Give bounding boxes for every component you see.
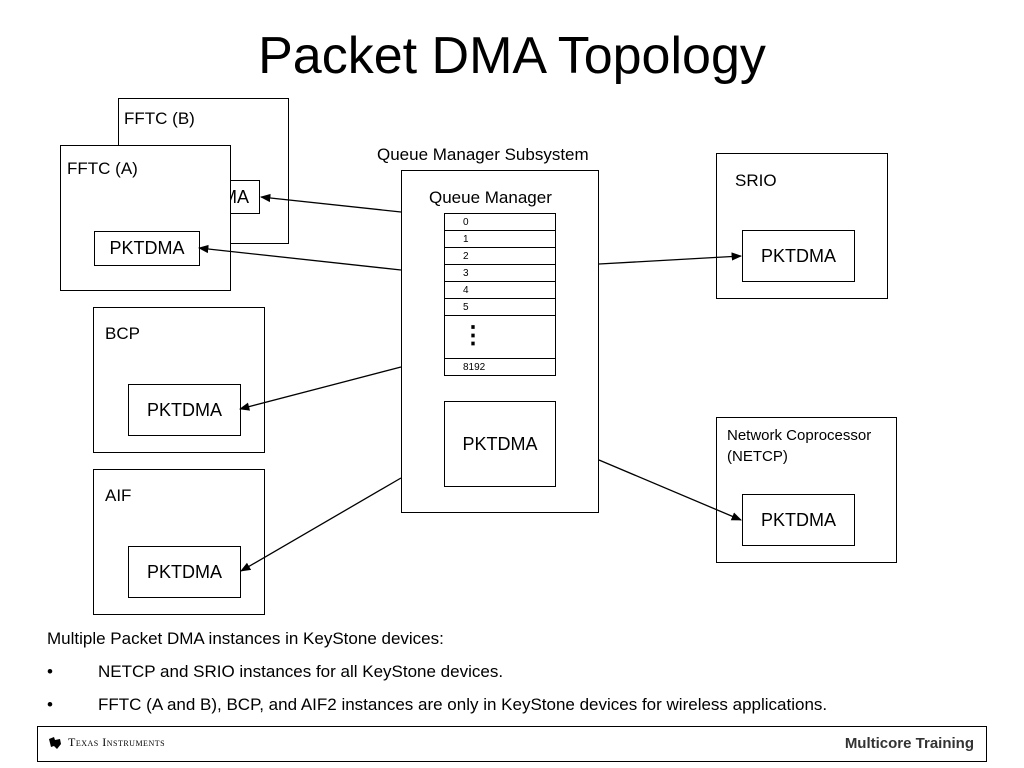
queue-row: 0: [445, 214, 555, 231]
srio-pktdma: PKTDMA: [742, 230, 855, 282]
bcp-label: BCP: [105, 324, 140, 343]
notes-bullet: • NETCP and SRIO instances for all KeySt…: [47, 655, 827, 688]
arrow-to-fftc-a: [197, 244, 402, 271]
arrow-to-netcp: [598, 459, 742, 521]
aif-pktdma-label: PKTDMA: [146, 561, 222, 582]
netcp-label-line1: Network Coprocessor: [727, 427, 872, 444]
arrow-to-aif: [240, 477, 402, 572]
notes-bullet-text: FFTC (A and B), BCP, and AIF2 instances …: [98, 695, 828, 714]
queue-row: 2: [445, 248, 555, 265]
fftc-a-label: FFTC (A): [67, 159, 138, 178]
bullet-dot: •: [47, 695, 53, 714]
aif-pktdma: PKTDMA: [128, 546, 241, 598]
footer-title: Multicore Training: [844, 735, 974, 752]
qm-pktdma-label: PKTDMA: [462, 433, 538, 454]
bullet-dot: •: [47, 662, 53, 681]
ti-logo-icon: [49, 736, 61, 749]
srio-label: SRIO: [735, 171, 777, 190]
arrow-to-fftc-b: [259, 193, 402, 213]
qm-pktdma: PKTDMA: [444, 401, 556, 487]
aif-label: AIF: [105, 486, 132, 505]
bcp-box: BCP PKTDMA: [93, 307, 265, 453]
netcp-label-line2: (NETCP): [727, 448, 788, 465]
fftc-a-pktdma-label: PKTDMA: [109, 238, 185, 258]
fftc-a-box: FFTC (A) PKTDMA: [60, 145, 231, 291]
fftc-b-label: FFTC (B): [124, 109, 195, 128]
page-title: Packet DMA Topology: [258, 27, 766, 85]
notes-intro: Multiple Packet DMA instances in KeySton…: [47, 629, 444, 648]
notes-bullet-text: NETCP and SRIO instances for all KeySton…: [98, 662, 504, 681]
notes: Multiple Packet DMA instances in KeySton…: [47, 622, 827, 721]
ti-logo: Texas Instruments: [48, 735, 165, 750]
queue-row-last: 8192: [463, 362, 486, 373]
ti-logo-text: Texas Instruments: [68, 735, 166, 749]
queue-row: 5: [445, 299, 555, 316]
srio-box: SRIO PKTDMA: [716, 153, 888, 299]
netcp-pktdma: PKTDMA: [742, 494, 855, 546]
netcp-box: Network Coprocessor (NETCP) PKTDMA: [716, 417, 897, 563]
queue-row: 1: [445, 231, 555, 248]
queue-row: 3: [445, 265, 555, 282]
queue-list: 0 1 2 3 4 5 ⋮ 8192: [444, 213, 556, 376]
srio-pktdma-label: PKTDMA: [760, 245, 836, 266]
qm-subsystem-label: Queue Manager Subsystem: [377, 145, 589, 164]
arrow-to-srio: [598, 252, 743, 265]
netcp-pktdma-label: PKTDMA: [760, 509, 836, 530]
queue-manager-label: Queue Manager: [429, 188, 552, 207]
footer: Texas Instruments Multicore Training: [37, 726, 987, 762]
arrow-to-bcp: [238, 366, 402, 411]
aif-box: AIF PKTDMA: [93, 469, 265, 615]
qm-subsystem-box: Queue Manager 0 1 2 3 4 5 ⋮ 8192 PKTDMA: [401, 170, 599, 513]
bcp-pktdma: PKTDMA: [128, 384, 241, 436]
queue-ellipsis: ⋮: [445, 316, 555, 359]
notes-bullet: • FFTC (A and B), BCP, and AIF2 instance…: [47, 688, 827, 721]
bcp-pktdma-label: PKTDMA: [146, 399, 222, 420]
queue-row: 4: [445, 282, 555, 299]
